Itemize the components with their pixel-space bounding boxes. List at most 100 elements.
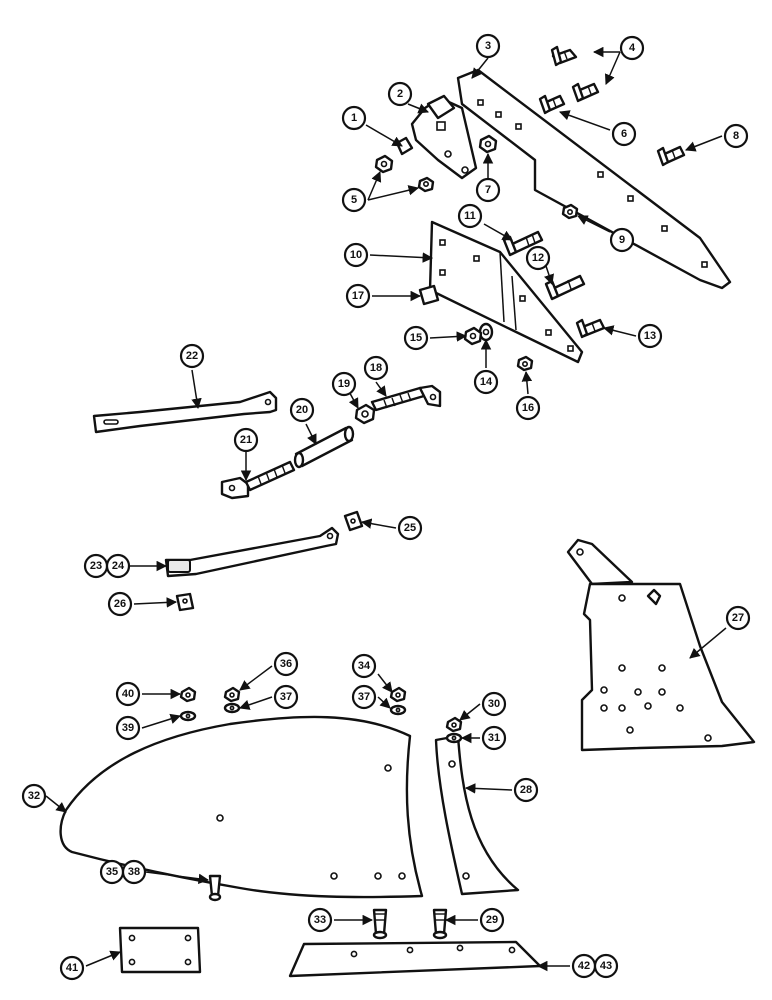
svg-text:16: 16 [522, 402, 534, 414]
svg-text:37: 37 [280, 691, 292, 703]
svg-text:6: 6 [621, 128, 627, 140]
callout-18: 18 [363, 355, 389, 381]
part-2-frog [410, 94, 478, 180]
part-37-washer-a [223, 702, 241, 714]
callout-23: 23 [83, 553, 109, 579]
part-39-washer [179, 710, 197, 722]
svg-text:11: 11 [464, 210, 476, 222]
svg-text:20: 20 [296, 404, 308, 416]
svg-text:39: 39 [122, 722, 134, 734]
callout-9: 9 [609, 227, 635, 253]
callout-21: 21 [233, 427, 259, 453]
part-19-nut [354, 403, 376, 425]
svg-text:13: 13 [644, 330, 656, 342]
part-18-rod [370, 384, 442, 412]
part-14-washer [478, 322, 494, 342]
part-23-24-brace [164, 526, 340, 578]
svg-text:21: 21 [240, 434, 252, 446]
callout-13: 13 [637, 323, 663, 349]
callout-17: 17 [345, 283, 371, 309]
part-36-nut [223, 686, 241, 703]
svg-text:10: 10 [350, 249, 362, 261]
callout-20: 20 [289, 397, 315, 423]
part-31-washer [445, 732, 463, 744]
callout-2: 2 [387, 81, 413, 107]
svg-text:9: 9 [619, 234, 625, 246]
svg-text:32: 32 [28, 790, 40, 802]
part-1-block [395, 136, 414, 156]
callout-38: 38 [121, 859, 147, 885]
callout-34: 34 [351, 653, 377, 679]
svg-text:3: 3 [485, 40, 491, 52]
callout-10: 10 [343, 242, 369, 268]
part-8-bolt [656, 145, 686, 167]
svg-text:27: 27 [732, 612, 744, 624]
callout-36: 36 [273, 651, 299, 677]
svg-text:38: 38 [128, 866, 140, 878]
callout-15: 15 [403, 325, 429, 351]
part-27-frog-shin [566, 538, 756, 752]
svg-text:31: 31 [488, 732, 500, 744]
callout-11: 11 [457, 203, 483, 229]
callout-39: 39 [115, 715, 141, 741]
callout-29: 29 [479, 907, 505, 933]
callout-33: 33 [307, 907, 333, 933]
svg-text:40: 40 [122, 688, 134, 700]
part-26-clip [175, 592, 195, 612]
part-6-bolt [538, 94, 566, 115]
part-28-shin [434, 734, 520, 896]
callout-12: 12 [525, 245, 551, 271]
callout-16: 16 [515, 395, 541, 421]
callout-22: 22 [179, 343, 205, 369]
callout-37a: 37 [273, 684, 299, 710]
callout-35: 35 [99, 859, 125, 885]
svg-text:2: 2 [397, 88, 403, 100]
part-40-nut [179, 686, 197, 703]
callout-24: 24 [105, 553, 131, 579]
part-35-38-bolt [208, 874, 222, 902]
part-7-nut [478, 134, 498, 154]
callout-30: 30 [481, 691, 507, 717]
callout-26: 26 [107, 591, 133, 617]
callout-19: 19 [331, 371, 357, 397]
svg-text:23: 23 [90, 560, 102, 572]
svg-text:41: 41 [66, 962, 78, 974]
callout-6: 6 [611, 121, 637, 147]
part-13-bolt [575, 318, 606, 339]
svg-text:19: 19 [338, 378, 350, 390]
svg-text:34: 34 [358, 660, 371, 672]
svg-text:35: 35 [106, 866, 118, 878]
leader-lines [45, 46, 727, 972]
part-22-brace [92, 390, 278, 434]
part-12-bolt [544, 274, 586, 301]
part-34-nut [389, 686, 407, 703]
callout-28: 28 [513, 777, 539, 803]
callout-40: 40 [115, 681, 141, 707]
svg-text:7: 7 [485, 184, 491, 196]
svg-text:29: 29 [486, 914, 498, 926]
part-10-plate [428, 220, 584, 364]
part-25-clip [343, 510, 364, 532]
svg-text:28: 28 [520, 784, 532, 796]
part-30-nut [445, 716, 463, 733]
svg-text:25: 25 [404, 522, 416, 534]
callout-4: 4 [619, 35, 645, 61]
part-17-washer [418, 284, 440, 306]
callout-27: 27 [725, 605, 751, 631]
svg-text:42: 42 [578, 960, 590, 972]
part-5-nuts [374, 154, 435, 193]
part-16-nut [516, 355, 534, 372]
callout-31: 31 [481, 725, 507, 751]
part-42-43-share [288, 940, 542, 978]
svg-text:18: 18 [370, 362, 382, 374]
svg-text:24: 24 [112, 560, 125, 572]
part-29-bolt [432, 908, 448, 940]
callout-3: 3 [475, 33, 501, 59]
svg-text:37: 37 [358, 691, 370, 703]
part-37-washer-b [389, 704, 407, 716]
callout-42: 42 [571, 953, 597, 979]
svg-text:36: 36 [280, 658, 292, 670]
part-21-rod [220, 460, 296, 500]
svg-text:14: 14 [480, 376, 493, 388]
